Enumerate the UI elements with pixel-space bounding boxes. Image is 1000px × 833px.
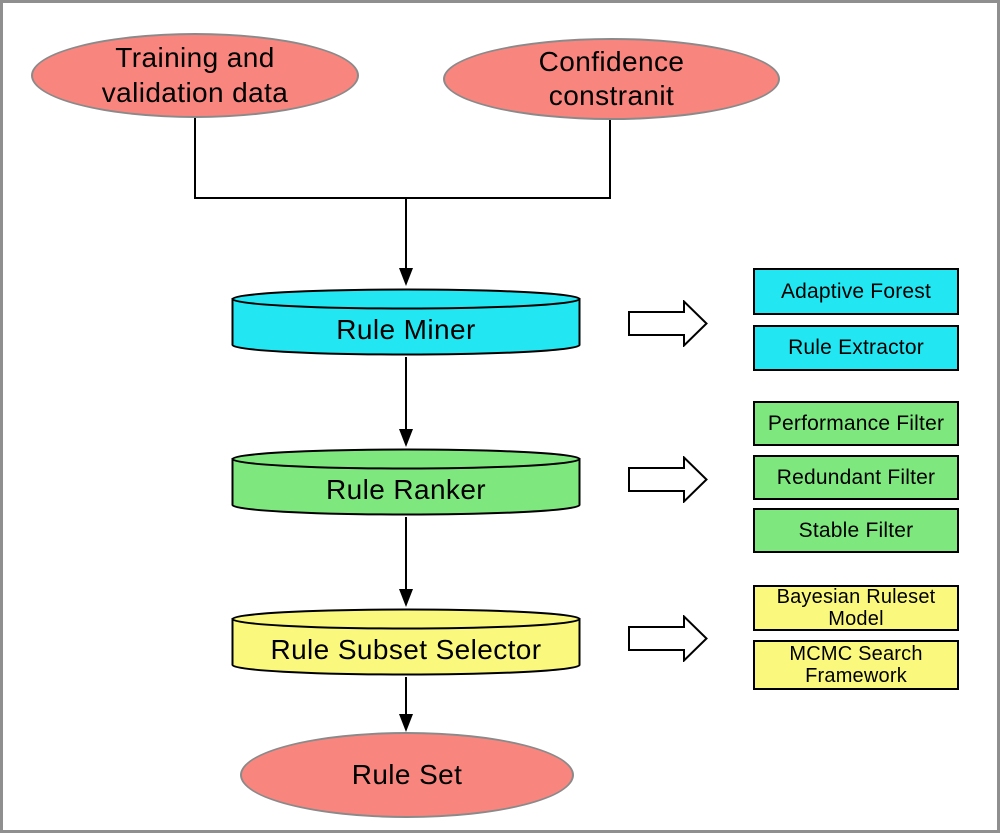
- component-redundant-filter: Redundant Filter: [753, 455, 959, 500]
- block-arrow-miner-components: [628, 300, 708, 347]
- node-rule-subset-selector: Rule Subset Selector: [231, 608, 581, 676]
- node-rule-subset-selector-label: Rule Subset Selector: [270, 633, 542, 665]
- component-redundant-filter-label: Redundant Filter: [776, 465, 936, 489]
- component-performance-filter-label: Performance Filter: [767, 411, 945, 435]
- component-adaptive-forest-label: Adaptive Forest: [780, 279, 932, 303]
- node-rule-set-label: Rule Set: [351, 758, 463, 790]
- component-bayesian-ruleset-model: Bayesian Ruleset Model: [753, 585, 959, 631]
- component-adaptive-forest: Adaptive Forest: [753, 268, 959, 315]
- block-arrow-selector-components: [628, 615, 708, 662]
- component-mcmc-search-framework: MCMC Search Framework: [753, 640, 959, 690]
- component-rule-extractor-label: Rule Extractor: [788, 336, 924, 360]
- component-mcmc-search-framework-label: MCMC Search Framework: [789, 643, 923, 687]
- cylinder-shape-ranker: [231, 448, 581, 516]
- node-confidence-constraint: Confidence constranit: [443, 38, 780, 120]
- node-rule-ranker: Rule Ranker: [231, 448, 581, 516]
- component-bayesian-ruleset-model-label: Bayesian Ruleset Model: [776, 586, 936, 630]
- block-arrow-ranker-components: [628, 456, 708, 503]
- component-stable-filter: Stable Filter: [753, 508, 959, 553]
- node-training-validation-data-label: Training and validation data: [101, 42, 289, 108]
- cylinder-shape-selector: [231, 608, 581, 676]
- node-rule-miner-label: Rule Miner: [336, 313, 476, 345]
- component-performance-filter: Performance Filter: [753, 401, 959, 446]
- node-confidence-constraint-label: Confidence constranit: [538, 45, 685, 111]
- node-training-validation-data: Training and validation data: [31, 33, 359, 118]
- node-rule-set: Rule Set: [240, 732, 574, 818]
- arrowhead-to-miner: [399, 268, 413, 286]
- arrowhead-to-selector: [399, 589, 413, 607]
- node-rule-miner: Rule Miner: [231, 288, 581, 356]
- cylinder-shape-miner: [231, 288, 581, 356]
- component-stable-filter-label: Stable Filter: [798, 518, 914, 542]
- component-rule-extractor: Rule Extractor: [753, 325, 959, 371]
- node-rule-ranker-label: Rule Ranker: [325, 473, 487, 505]
- connector-lines: [194, 117, 611, 732]
- arrowhead-to-output: [399, 714, 413, 732]
- arrowhead-to-ranker: [399, 429, 413, 447]
